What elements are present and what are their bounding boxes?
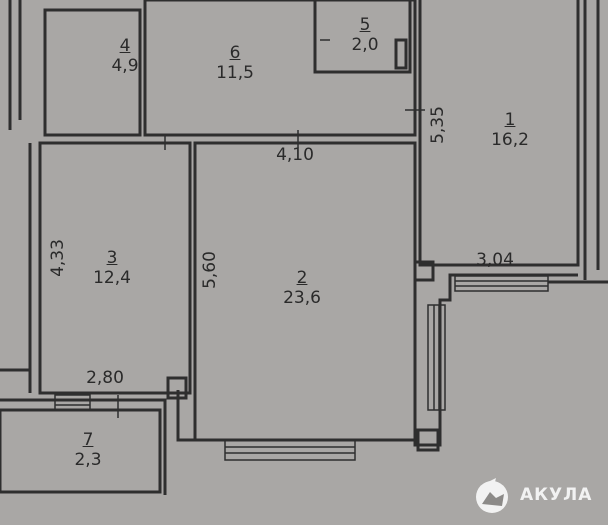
dimension-room1-window: 3,04: [476, 250, 514, 270]
room-number: 5: [359, 15, 371, 35]
room-1-walls: [418, 0, 580, 267]
logo-text: АКУЛА: [520, 485, 593, 505]
window-right: [427, 304, 446, 411]
window-room3: [54, 394, 91, 411]
room-area: 2,0: [351, 35, 379, 55]
room-1-outer-wall: [548, 0, 608, 284]
room-5-walls: [313, 0, 412, 74]
door-room5: [394, 38, 408, 70]
dimension-ticks: [117, 39, 425, 418]
room-number: 7: [82, 430, 94, 450]
column-1: [413, 260, 435, 282]
akula-logo: АКУЛА: [474, 476, 592, 514]
room-number: 2: [296, 268, 308, 288]
window-room1: [454, 275, 549, 292]
dimension-room2-height: 5,60: [200, 251, 220, 289]
column-2: [416, 428, 440, 452]
room-area: 2,3: [74, 450, 102, 470]
window-bottom: [224, 439, 356, 461]
room-area: 23,6: [283, 288, 321, 308]
dimension-room3-height: 4,33: [48, 239, 68, 277]
room-number: 3: [106, 248, 118, 268]
room-number: 1: [504, 110, 516, 130]
room-number: 4: [119, 36, 131, 56]
room-2-outer-wall: [176, 273, 578, 447]
room-area: 11,5: [216, 63, 254, 83]
room-6-walls: [143, 0, 417, 137]
room-area: 4,9: [111, 56, 139, 76]
room-3-outer-wall: [0, 0, 32, 393]
dimension-room2-width: 4,10: [276, 145, 314, 165]
dimension-room3-width: 2,80: [86, 368, 124, 388]
room-number: 6: [229, 43, 241, 63]
room-area: 16,2: [491, 130, 529, 150]
room-3-walls: [38, 141, 192, 395]
column-3: [166, 376, 188, 400]
dimension-room1-height: 5,35: [428, 106, 448, 144]
room-area: 12,4: [93, 268, 131, 288]
shark-logo-icon: [476, 478, 508, 513]
